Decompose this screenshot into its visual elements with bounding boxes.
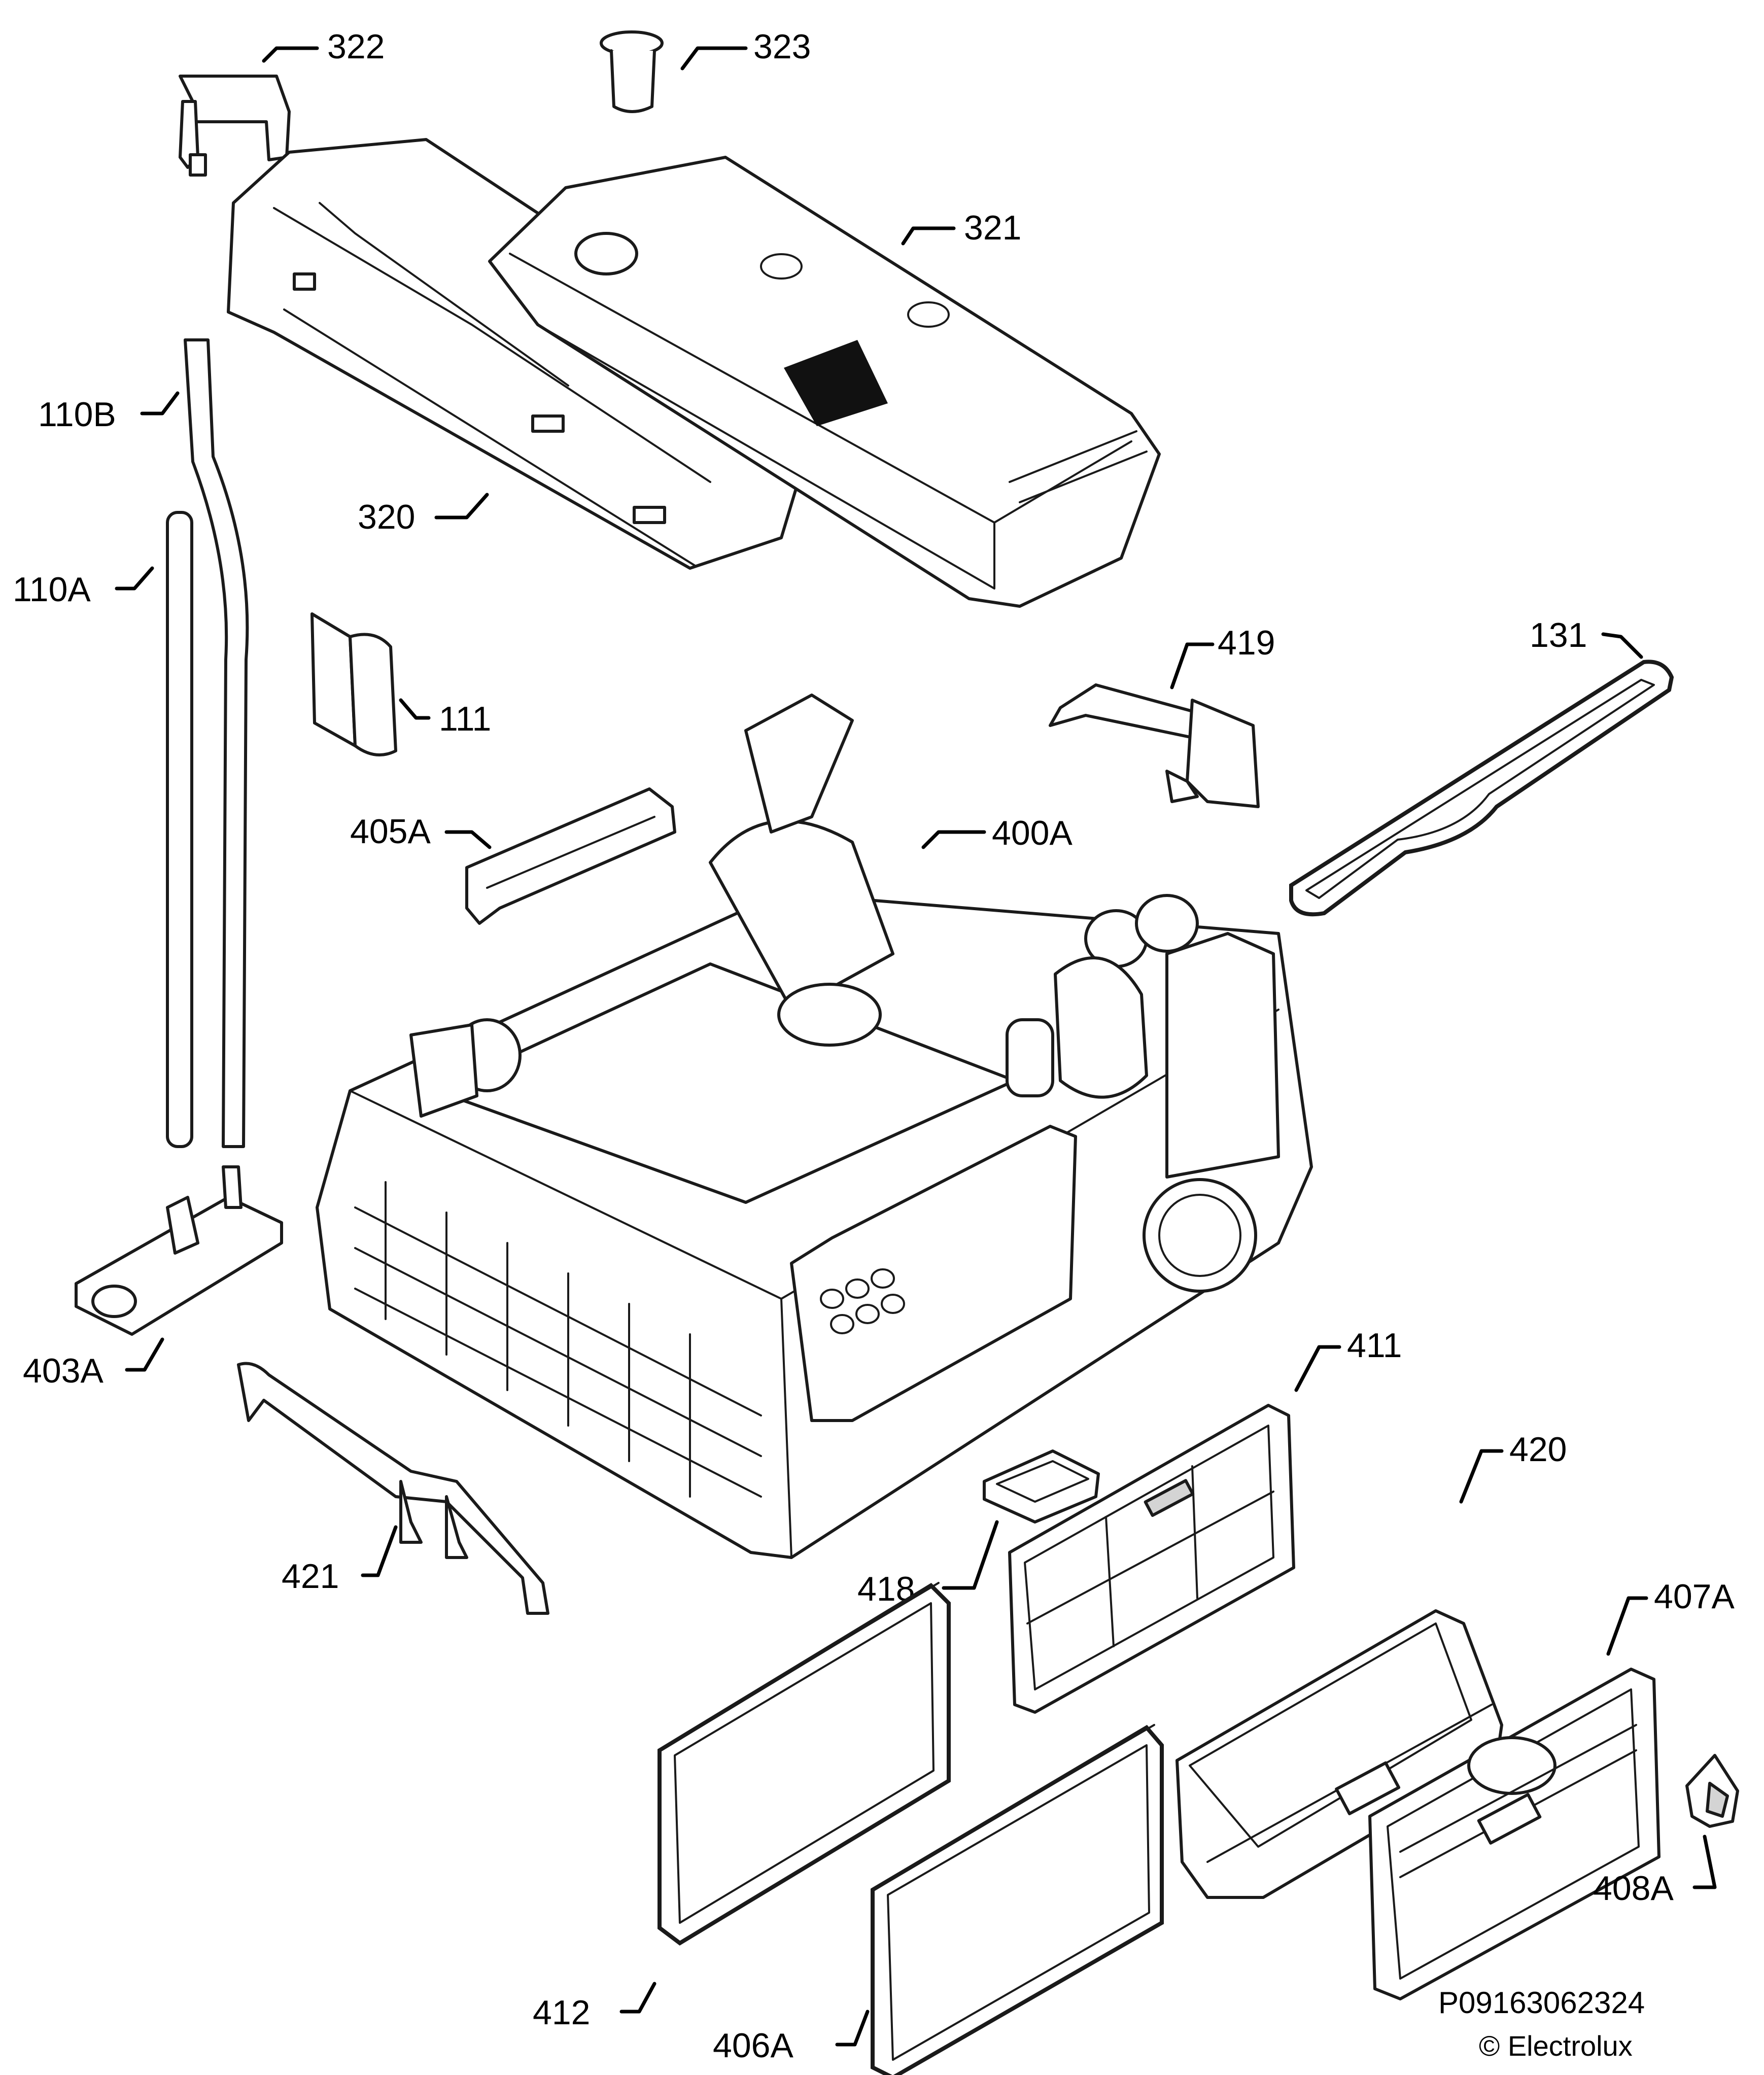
leader-421	[361, 1525, 398, 1577]
part-418-small-grille	[983, 1449, 1100, 1524]
callout-321: 321	[964, 209, 1021, 247]
callout-419: 419	[1218, 624, 1275, 662]
part-421-wiring-bracket	[237, 1362, 549, 1615]
part-320-container-housing	[227, 138, 798, 570]
part-412-gasket-frame	[658, 1582, 951, 1946]
leader-407A	[1606, 1596, 1648, 1656]
part-411-filter-frame	[1008, 1404, 1295, 1714]
callout-405A: 405A	[350, 812, 431, 851]
leader-400A	[921, 830, 986, 849]
callout-412: 412	[533, 1993, 590, 2032]
callout-111: 111	[439, 700, 491, 738]
leader-131	[1601, 632, 1643, 659]
callout-420: 420	[1509, 1430, 1567, 1469]
leader-111	[399, 698, 431, 720]
part-407A-filter-door	[1368, 1668, 1661, 2000]
callout-131: 131	[1530, 616, 1587, 654]
part-111-clip	[310, 612, 397, 756]
part-131-gasket	[1289, 660, 1674, 917]
callout-411: 411	[1347, 1326, 1402, 1365]
callout-407A: 407A	[1654, 1577, 1735, 1616]
leader-321	[901, 226, 956, 246]
leader-420	[1459, 1449, 1504, 1504]
callout-421: 421	[282, 1557, 339, 1596]
diagram-reference-code: P09163062324	[1438, 1986, 1645, 2020]
callout-323: 323	[753, 27, 811, 66]
leader-403A	[125, 1337, 164, 1372]
leader-419	[1170, 642, 1215, 689]
part-405A-duct-cover	[465, 787, 676, 925]
leader-418	[942, 1520, 999, 1590]
leader-411	[1294, 1345, 1341, 1392]
leader-110A	[115, 566, 154, 591]
part-400A-base-assembly	[316, 694, 1313, 1559]
part-322-connector	[179, 75, 291, 177]
callout-408A: 408A	[1593, 1869, 1674, 1908]
part-406A-gasket-frame	[871, 1724, 1164, 2075]
copyright-notice: © Electrolux	[1479, 2030, 1633, 2062]
leader-320	[434, 493, 489, 520]
grille-left	[354, 1181, 762, 1498]
part-419-bracket	[1049, 683, 1260, 808]
leader-405A	[444, 830, 492, 849]
part-408A-handle	[1685, 1754, 1739, 1828]
part-110B-tube	[184, 338, 249, 1148]
part-403A-valve-bracket	[75, 1165, 283, 1336]
callout-110B: 110B	[38, 395, 116, 434]
leader-412	[619, 1982, 656, 2014]
callout-110A: 110A	[13, 570, 91, 609]
part-420-filter-drawer	[1175, 1609, 1503, 1899]
leader-323	[680, 46, 748, 71]
leader-322	[262, 46, 319, 63]
leader-408A	[1692, 1835, 1717, 1889]
callout-403A: 403A	[23, 1352, 103, 1390]
part-321-water-container	[488, 156, 1161, 608]
leader-406A	[835, 2010, 870, 2047]
part-323-cap	[600, 30, 664, 113]
filter-honeycomb	[820, 1268, 905, 1334]
leader-110B	[140, 391, 180, 416]
callout-320: 320	[358, 498, 415, 536]
part-110A-tube	[166, 511, 193, 1148]
callout-400A: 400A	[992, 814, 1073, 852]
callout-406A: 406A	[713, 2026, 793, 2065]
callout-322: 322	[327, 27, 385, 66]
